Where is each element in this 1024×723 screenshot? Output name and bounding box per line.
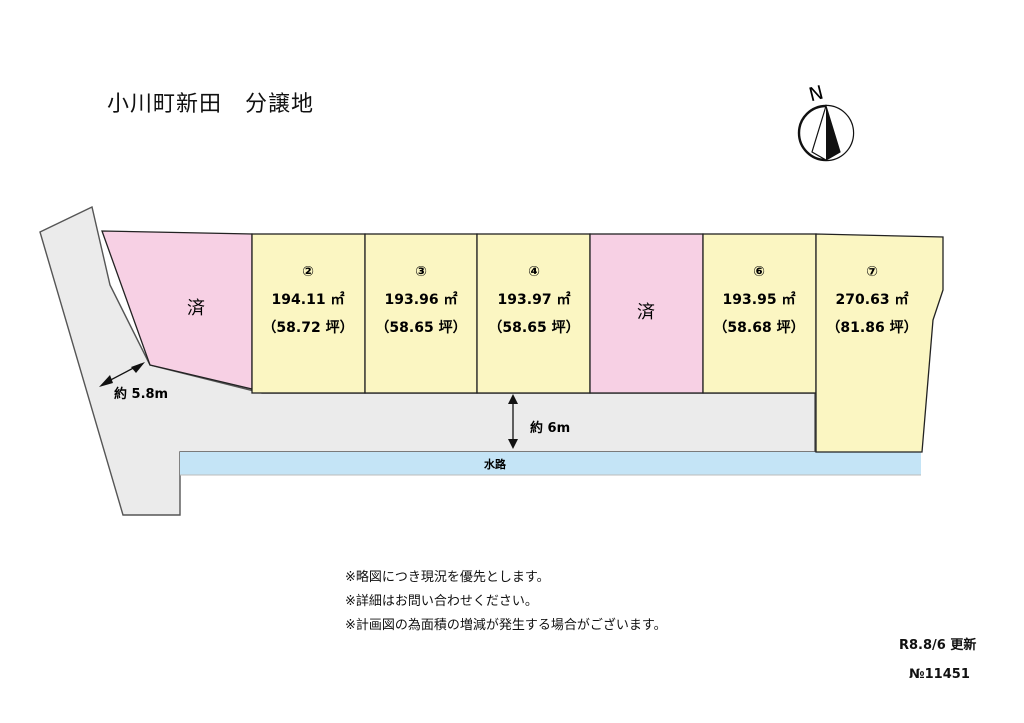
lot-3-tsubo: （58.65 坪） xyxy=(375,320,466,336)
waterway-label: 水路 xyxy=(484,457,507,471)
lot-5-status: 済 xyxy=(637,302,655,323)
notes: ※略図につき現況を優先とします。 ※詳細はお問い合わせください。 ※計画図の為面… xyxy=(345,566,667,638)
lot-4[interactable] xyxy=(476,233,591,394)
lot-7-area: 270.63 ㎡ xyxy=(836,291,909,308)
north-compass-icon: N xyxy=(797,82,855,162)
update-date: R8.8/6 更新 xyxy=(899,638,977,653)
front-road-width-label: 約 6m xyxy=(530,420,570,436)
note-2: ※詳細はお問い合わせください。 xyxy=(345,594,538,609)
lot-7[interactable] xyxy=(815,233,944,453)
side-road-dimension xyxy=(99,362,145,387)
lot-4-number: ④ xyxy=(528,264,540,280)
lot-2[interactable] xyxy=(251,233,366,394)
lot-2-area: 194.11 ㎡ xyxy=(272,291,345,308)
lot-6-area: 193.95 ㎡ xyxy=(723,291,796,308)
lot-2-tsubo: （58.72 坪） xyxy=(262,320,353,336)
lot-5[interactable] xyxy=(589,233,704,394)
lot-6-number: ⑥ xyxy=(753,264,765,280)
waterway xyxy=(180,452,921,475)
lot-4-area: 193.97 ㎡ xyxy=(498,291,571,308)
lot-3-number: ③ xyxy=(415,264,427,280)
side-road-width-label: 約 5.8m xyxy=(114,386,168,402)
lot-3-area: 193.96 ㎡ xyxy=(385,291,458,308)
north-label: N xyxy=(807,82,826,107)
lot-group xyxy=(101,230,944,453)
reference-number: №11451 xyxy=(909,667,970,682)
lot-7-number: ⑦ xyxy=(866,264,878,280)
note-1: ※略図につき現況を優先とします。 xyxy=(345,570,550,585)
lot-6[interactable] xyxy=(702,233,817,394)
lot-2-number: ② xyxy=(302,264,314,280)
lot-1-status: 済 xyxy=(187,298,205,319)
lot-4-tsubo: （58.65 坪） xyxy=(488,320,579,336)
lot-7-tsubo: （81.86 坪） xyxy=(826,320,917,336)
lot-3[interactable] xyxy=(364,233,478,394)
front-road-dimension xyxy=(508,394,518,449)
note-3: ※計画図の為面積の増減が発生する場合がございます。 xyxy=(345,618,667,633)
page-title: 小川町新田 分譲地 xyxy=(107,92,315,117)
lot-6-tsubo: （58.68 坪） xyxy=(713,320,804,336)
